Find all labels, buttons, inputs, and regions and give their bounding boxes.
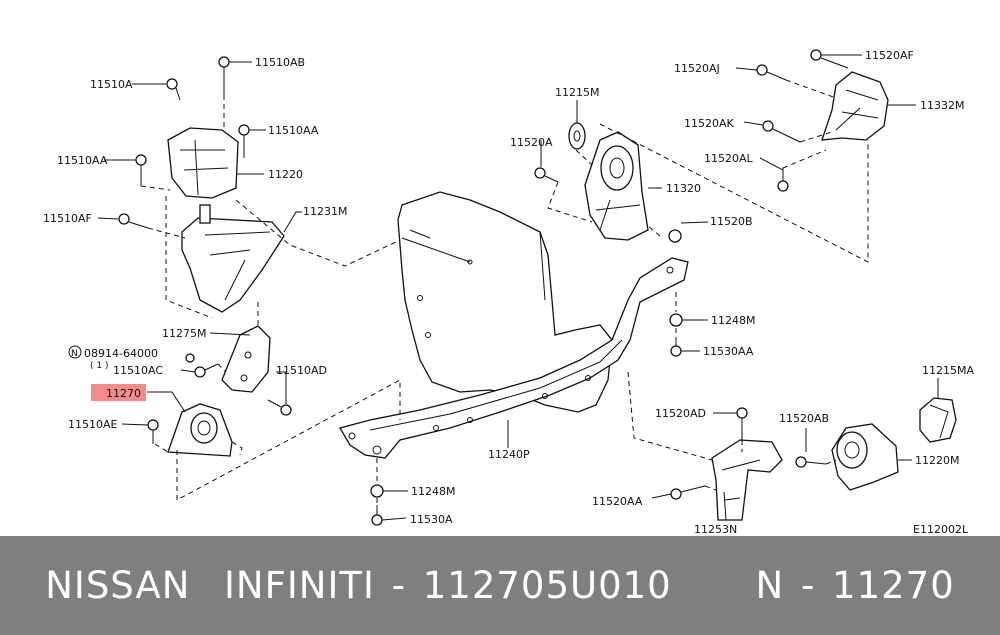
bolt-11510ae xyxy=(147,419,159,444)
nut-11248m-bottom xyxy=(370,484,384,498)
bolt-11510ad xyxy=(267,399,292,416)
label-11220: 11220 xyxy=(268,168,303,181)
label-11220m: 11220M xyxy=(915,454,959,467)
crossmember-11240p xyxy=(339,257,689,459)
label-11215m: 11215M xyxy=(555,86,599,99)
label-11510af: 11510AF xyxy=(43,212,92,225)
label-11248m-bottom: 11248M xyxy=(411,485,455,498)
nut-08914 xyxy=(185,353,195,363)
bolt-11510ab xyxy=(218,56,230,95)
label-11320: 11320 xyxy=(666,182,701,195)
label-08914-n: N xyxy=(71,349,78,359)
label-11520aj: 11520AJ xyxy=(674,62,720,75)
label-11275m: 11275M xyxy=(162,327,206,340)
label-11520ak: 11520AK xyxy=(684,117,735,130)
bolt-11510a xyxy=(166,78,181,101)
bracket-11275m xyxy=(221,325,271,393)
label-11520ab: 11520AB xyxy=(779,412,829,425)
bracket-11332m xyxy=(821,71,889,141)
label-11510aa-left: 11510AA xyxy=(57,154,108,167)
label-11510ad: 11510AD xyxy=(276,364,327,377)
engine-mount-diagram: 11510A 11510AB 11510AA 11510AA 11220 115… xyxy=(43,49,974,536)
label-11215ma: 11215MA xyxy=(922,364,974,377)
label-11270: 11270 xyxy=(106,387,141,400)
bolt-11510af xyxy=(118,213,149,229)
label-11510ab: 11510AB xyxy=(255,56,305,69)
label-11520a: 11520A xyxy=(510,136,553,149)
mount-bracket-11220 xyxy=(167,127,239,199)
label-08914-qty: ( 1 ) xyxy=(90,361,108,371)
label-11530a: 11530A xyxy=(410,513,453,526)
bracket-11253n xyxy=(711,439,783,521)
stopper-11215ma xyxy=(919,397,957,443)
bolt-11520ad xyxy=(736,407,748,440)
nut-11520b xyxy=(668,229,682,243)
engine-block xyxy=(397,191,613,413)
label-11520aa: 11520AA xyxy=(592,495,643,508)
bolt-11520a xyxy=(534,167,559,183)
label-11510aa-top: 11510AA xyxy=(268,124,319,137)
highlight-11270 xyxy=(91,384,146,401)
label-11520al: 11520AL xyxy=(704,152,754,165)
label-11510ae: 11510AE xyxy=(68,418,118,431)
bolt-11510aa-top xyxy=(238,124,250,158)
label-08914-64000: 08914-64000 xyxy=(84,347,158,360)
part-number-banner xyxy=(0,536,1000,635)
bolt-11510ac xyxy=(194,363,219,378)
label-11253n: 11253N xyxy=(694,523,737,536)
bolt-11520af xyxy=(810,49,849,69)
label-11240p: 11240P xyxy=(488,448,530,461)
nut-11248m-top xyxy=(669,313,683,327)
label-11510ac: 11510AC xyxy=(113,364,163,377)
bolt-11520aj xyxy=(756,64,787,81)
label-11530aa: 11530AA xyxy=(703,345,754,358)
label-11231m: 11231M xyxy=(303,205,347,218)
bolt-11520aa xyxy=(670,485,706,500)
bolt-11530a xyxy=(371,505,383,526)
label-11332m: 11332M xyxy=(920,99,964,112)
diagram-code: E112002L xyxy=(913,523,969,536)
bolt-11510aa-left xyxy=(135,154,147,186)
bolt-11520ak xyxy=(762,120,801,143)
bolt-11530aa xyxy=(670,340,682,357)
label-11510a: 11510A xyxy=(90,78,133,91)
label-11520ad: 11520AD xyxy=(655,407,706,420)
label-11520af: 11520AF xyxy=(865,49,914,62)
label-11520b: 11520B xyxy=(710,215,753,228)
part-number-text: NISSAN INFINITI - 112705U010 N - 11270 xyxy=(45,564,955,607)
washer-11215m xyxy=(568,122,586,150)
mount-bracket-11231m xyxy=(181,217,285,313)
label-11248m-top: 11248M xyxy=(711,314,755,327)
bolt-11520ab xyxy=(795,456,827,468)
